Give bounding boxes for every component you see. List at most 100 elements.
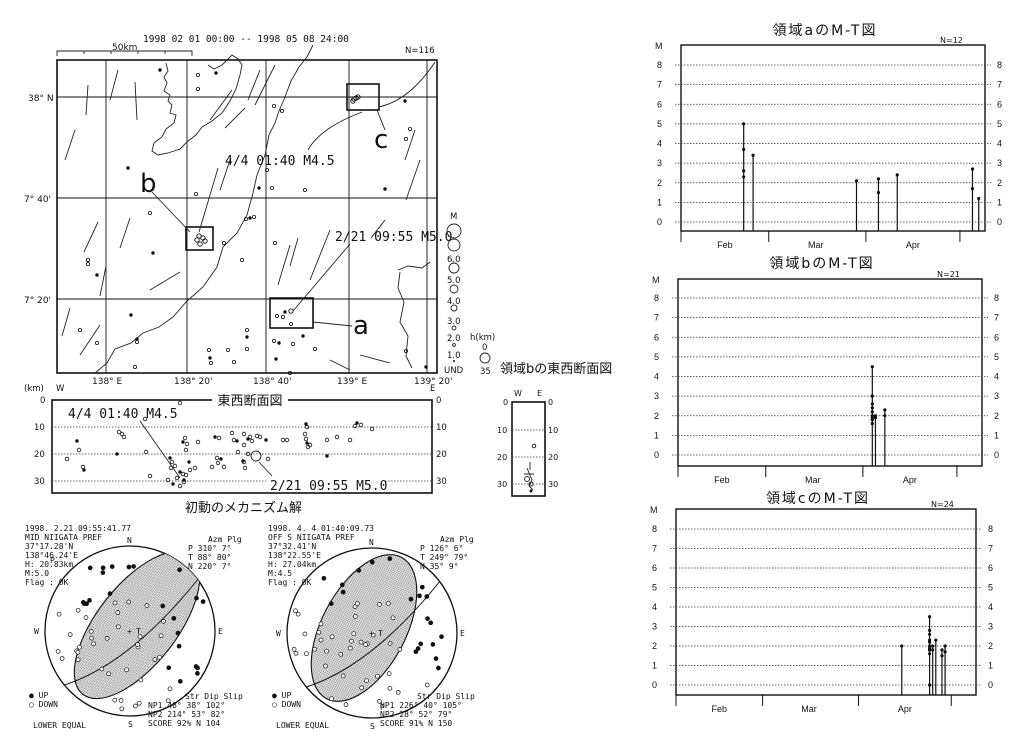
event-point — [870, 406, 874, 410]
region-c-label: c — [374, 125, 388, 155]
event-label-apr4: 4/4 01:40 M4.5 — [225, 154, 335, 169]
hypocenter-marker — [172, 463, 178, 469]
compass-s: S — [128, 720, 133, 729]
polarity-marker — [304, 651, 309, 657]
region-c: c — [346, 61, 436, 155]
region-b-cross-section: 領域bの東西断面図 W E 0 10 20 30 0 10 20 30 — [497, 361, 612, 497]
epicenter-marker — [195, 73, 200, 78]
event-point — [870, 422, 874, 426]
event-point — [876, 190, 881, 195]
polarity-marker — [160, 603, 166, 609]
map-period: 1998 02 01 00:00 -- 1998 05 08 24:00 — [143, 34, 349, 45]
event-parameter: MID NIIGATA PREF — [25, 533, 102, 542]
ew-cross-section: (km) W E 東西断面図 0 10 20 30 0 10 20 30 4/4… — [24, 384, 447, 494]
scale-label: 50km — [112, 43, 137, 53]
legend-title: h(km) — [470, 333, 495, 343]
event-point — [928, 648, 932, 652]
y-tick-label: 2 — [994, 411, 999, 421]
y-tick-label: 1 — [997, 197, 1002, 207]
epicenter-marker — [239, 257, 244, 262]
polarity-marker — [80, 600, 86, 605]
fault-lines — [61, 64, 421, 371]
depth-legend: h(km) 0 35 — [470, 333, 495, 377]
hypocenter-marker — [352, 423, 358, 429]
compass-n: N — [369, 538, 374, 547]
polarity-marker — [387, 685, 393, 691]
nodal-plane — [49, 560, 213, 690]
polarity-marker — [424, 682, 430, 688]
polarity-marker — [104, 636, 110, 641]
polarity-marker — [177, 679, 183, 684]
polarity-marker — [109, 564, 115, 569]
section-title: 東西断面図 — [217, 393, 282, 409]
y-tick-label: 2 — [654, 411, 659, 421]
event-count: N=24 — [931, 500, 954, 509]
polarity-marker — [166, 665, 172, 671]
epicenter-marker — [287, 370, 292, 375]
legend-up: ● UP — [272, 691, 291, 700]
t-axis-marker: + — [127, 627, 132, 636]
epicenter-marker — [195, 87, 200, 92]
polarity-marker — [428, 620, 434, 626]
polarity-marker — [293, 608, 298, 614]
depth-tick: 30 — [548, 480, 558, 489]
hypocenter-marker — [303, 436, 309, 442]
hypocenter-marker — [324, 437, 330, 443]
polarity-marker — [352, 614, 358, 619]
polarity-marker — [56, 611, 62, 617]
y-tick-label: 6 — [657, 99, 662, 109]
polarity-marker — [439, 634, 444, 640]
polarity-marker — [318, 621, 324, 627]
planes-header: Str Dip Slip — [185, 692, 243, 701]
event-point — [854, 179, 859, 183]
polarity-marker — [106, 671, 112, 677]
hypocenter-marker — [187, 460, 191, 464]
event-point — [970, 167, 975, 171]
epicenter-marker — [95, 273, 99, 277]
event-parameter: 1998. 2.21 09:55:41.77 — [25, 524, 131, 533]
epicenter-marker — [147, 210, 152, 215]
x-tick-label: Apr — [898, 704, 912, 714]
hypocenter-marker — [284, 437, 290, 443]
polarity-marker — [359, 685, 365, 691]
epicenter-marker — [202, 238, 208, 244]
polarity-marker — [349, 638, 354, 644]
hypocenter-marker — [305, 441, 309, 445]
polarity-marker — [351, 631, 357, 637]
hypocenter-marker — [242, 465, 248, 471]
lon-label: 138° E — [92, 377, 123, 387]
event-point — [970, 187, 975, 191]
y-tick-label: 7 — [988, 544, 993, 554]
y-tick-label: 0 — [654, 450, 659, 460]
depth-tick: 10 — [436, 423, 447, 433]
hypocenter-marker — [264, 438, 268, 442]
event-point — [900, 644, 904, 648]
polarity-marker — [417, 593, 422, 599]
hypocenter-marker — [169, 459, 175, 465]
depth-tick: 20 — [34, 450, 45, 460]
hypocenter-markers — [64, 400, 375, 489]
lon-label: 138° 40' — [253, 377, 291, 387]
hypocenter-marker — [304, 424, 310, 430]
depth-tick: 30 — [436, 477, 447, 487]
event-point — [870, 402, 874, 406]
y-tick-label: 7 — [654, 313, 659, 323]
y-tick-label: 1 — [652, 661, 657, 671]
polarity-marker — [87, 598, 92, 603]
event-point — [934, 638, 938, 642]
scale-bar: 50km — [56, 43, 193, 56]
hypocenter-marker — [215, 460, 221, 466]
event-point — [870, 418, 874, 422]
y-tick-label: 8 — [994, 293, 999, 303]
polarity-marker — [356, 568, 362, 573]
polarity-marker — [112, 600, 118, 606]
depth-tick: 0 — [436, 396, 441, 406]
polarity-marker — [195, 665, 200, 671]
stereonet-circle — [44, 545, 216, 717]
event-point — [883, 408, 887, 412]
depth-tick: 0 — [503, 398, 508, 407]
depth-tick: 20 — [548, 453, 558, 462]
hypocenter-marker — [142, 416, 148, 422]
